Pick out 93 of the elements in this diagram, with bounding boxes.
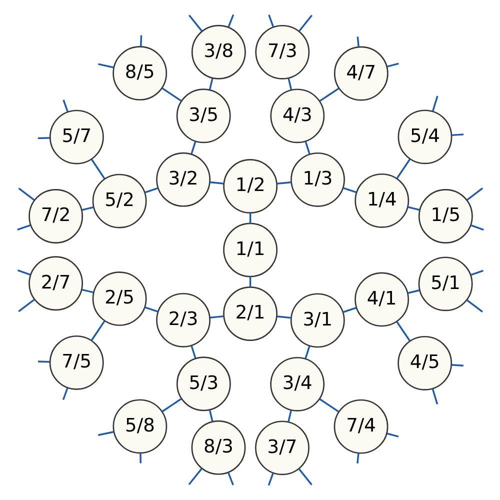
connector	[407, 289, 420, 294]
connector	[304, 346, 310, 359]
node-circle: 7/5	[48, 335, 104, 390]
connector	[38, 360, 50, 363]
connector	[140, 35, 142, 47]
connector	[18, 299, 34, 312]
connector	[304, 141, 310, 154]
connector	[188, 14, 202, 32]
connector	[161, 398, 182, 412]
connector	[318, 88, 339, 102]
connector	[276, 181, 291, 184]
node-circle: 1/1	[222, 222, 278, 278]
node-circle: 3/1	[290, 293, 344, 348]
connector	[161, 88, 182, 102]
node-circle: 5/3	[176, 356, 230, 412]
connector	[318, 398, 339, 412]
connector	[356, 453, 359, 464]
node-circle: 1/4	[354, 173, 409, 228]
node-circle: 7/4	[333, 399, 388, 454]
connector	[98, 63, 114, 68]
node-circle: 3/2	[156, 152, 210, 207]
node-circle: 7/2	[28, 189, 83, 244]
connector	[144, 306, 158, 312]
connector	[470, 224, 484, 231]
node-circle: 2/1	[222, 286, 277, 341]
connector	[144, 187, 158, 194]
connector	[431, 388, 438, 404]
connector	[470, 270, 483, 276]
connector	[356, 36, 359, 48]
connector	[208, 78, 213, 90]
connector	[407, 206, 420, 211]
connector	[209, 315, 224, 318]
node-circle: 3/4	[270, 356, 324, 412]
connector	[62, 388, 68, 400]
connector	[90, 320, 105, 342]
connector	[276, 316, 291, 319]
connector	[18, 188, 34, 201]
node-circle: 2/7	[28, 256, 82, 311]
node-circle: 5/2	[92, 174, 146, 228]
node-circle: 5/4	[397, 110, 452, 164]
connector	[81, 288, 94, 294]
connector	[396, 321, 410, 342]
connector	[287, 78, 292, 90]
connector	[226, 472, 234, 486]
node-circle: 4/7	[333, 46, 388, 101]
connector	[17, 270, 30, 276]
connector	[97, 431, 114, 436]
connector	[190, 345, 196, 359]
connector	[298, 468, 312, 486]
connector	[188, 468, 202, 486]
node-circle: 8/3	[190, 420, 246, 475]
connector	[268, 14, 274, 28]
node-circle: 3/8	[190, 24, 246, 80]
connector	[466, 188, 483, 201]
connector	[342, 187, 356, 194]
connector	[342, 307, 356, 313]
node-circle: 4/5	[397, 336, 452, 390]
connector	[208, 410, 213, 422]
node-circle: 1/3	[290, 152, 344, 207]
connector	[466, 299, 482, 313]
node-circle: 5/1	[418, 256, 472, 312]
connector	[267, 472, 274, 486]
connector	[209, 181, 224, 184]
connector	[16, 224, 30, 231]
connector	[298, 14, 312, 32]
connector	[386, 62, 398, 68]
connector	[386, 432, 398, 438]
connector	[451, 134, 464, 136]
connector	[190, 141, 196, 154]
node-circle: 1/2	[222, 159, 278, 214]
node-circle: 7/3	[254, 24, 310, 80]
node-circle: 1/5	[418, 189, 472, 244]
node-circle: 3/7	[254, 420, 309, 476]
connector	[451, 364, 463, 367]
connector	[62, 100, 68, 112]
connector	[287, 410, 292, 422]
node-circle: 5/7	[48, 110, 104, 164]
connector	[432, 96, 438, 112]
connector	[90, 159, 105, 180]
connector	[396, 158, 410, 179]
node-circle: 4/1	[354, 272, 409, 327]
node-circle: 3/5	[176, 88, 230, 144]
connector	[139, 452, 142, 464]
node-circle: 2/5	[92, 272, 146, 326]
node-circle: 2/3	[156, 292, 210, 348]
connector	[248, 213, 251, 224]
connector	[37, 137, 50, 140]
connector	[248, 276, 251, 287]
node-circle: 5/8	[112, 399, 167, 454]
node-circle: 4/3	[270, 88, 324, 144]
connector	[81, 206, 94, 211]
connector	[227, 14, 234, 28]
node-circle: 8/5	[112, 46, 167, 100]
